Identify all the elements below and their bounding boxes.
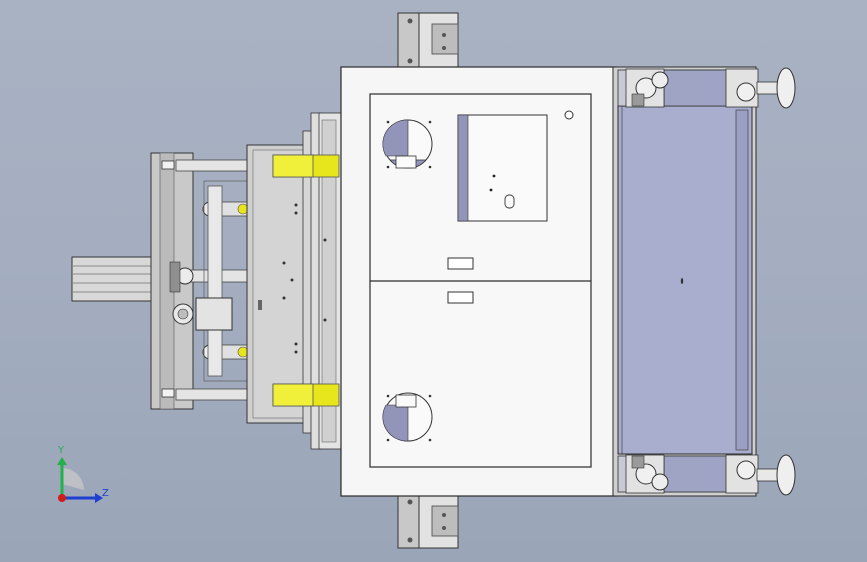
y-axis-arrow — [57, 457, 67, 465]
stacked-plates — [302, 112, 342, 450]
z-axis-label: Z — [102, 488, 109, 499]
clamp-assemblies — [625, 67, 796, 496]
bottom-bracket — [397, 495, 459, 549]
top-bracket — [397, 12, 459, 68]
axis-triad: Y Z — [57, 445, 109, 503]
yellow-bushings — [272, 154, 340, 407]
z-axis-arrow — [95, 493, 103, 503]
extrusion-shaft — [71, 256, 155, 302]
main-face-plate — [340, 66, 617, 497]
x-axis-dot — [58, 494, 66, 502]
y-axis-label: Y — [57, 445, 65, 456]
central-mechanism — [169, 180, 249, 382]
right-tray — [612, 66, 757, 497]
carriage-plate — [246, 144, 312, 424]
